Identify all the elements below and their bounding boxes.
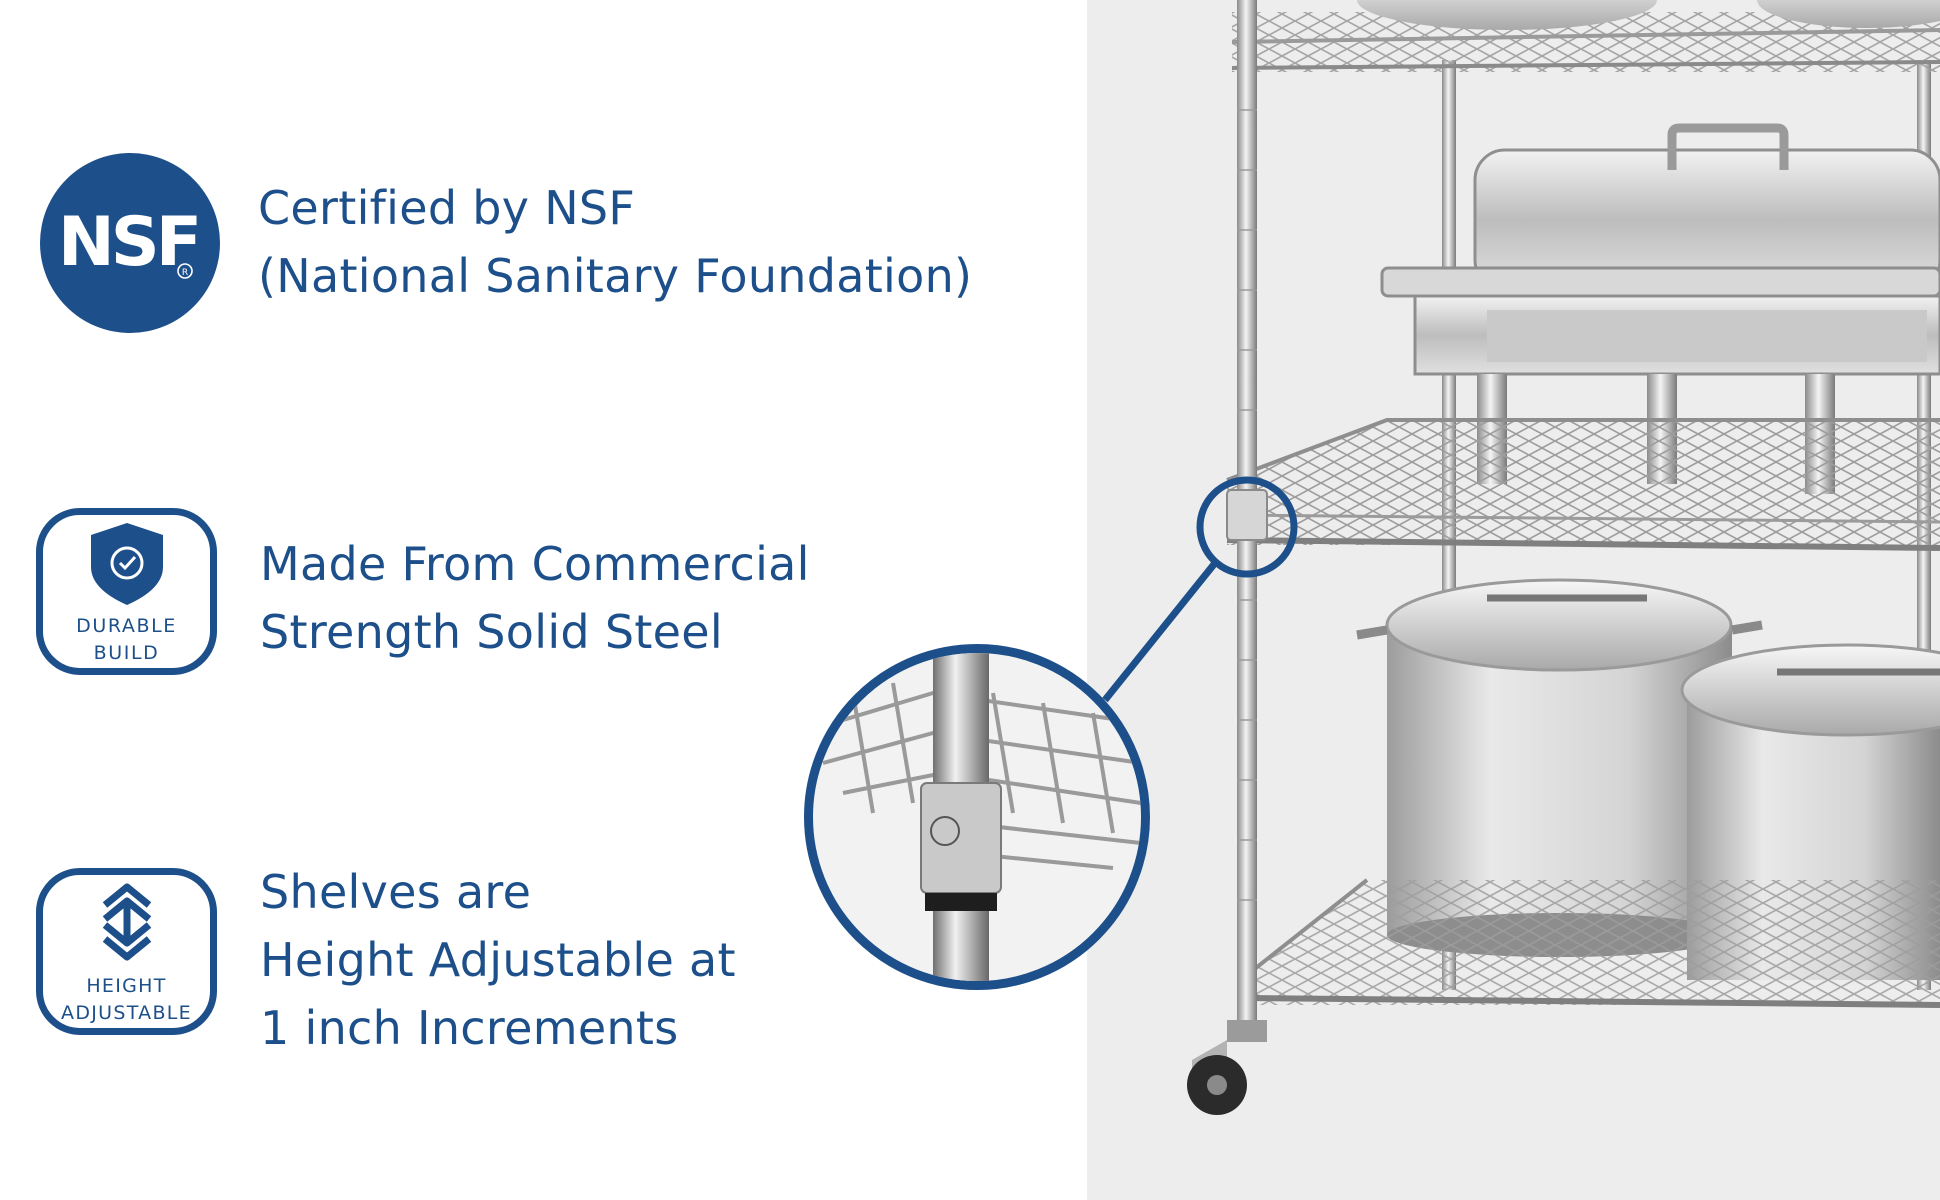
height-caption-line-2: ADJUSTABLE xyxy=(61,1002,192,1024)
shelving-unit-photo xyxy=(1087,0,1940,1200)
feature-nsf-line-2: (National Sanitary Foundation) xyxy=(258,249,973,303)
feature-durable-line-2: Strength Solid Steel xyxy=(260,605,723,659)
shield-check-icon xyxy=(91,523,163,605)
feature-nsf-text: Certified by NSF (National Sanitary Foun… xyxy=(258,174,972,310)
feature-height-line-2: Height Adjustable at xyxy=(260,933,736,987)
durable-build-caption: DURABLE BUILD xyxy=(43,613,210,667)
height-caption-line-1: HEIGHT xyxy=(86,975,167,997)
durable-build-badge: DURABLE BUILD xyxy=(36,508,217,675)
pole-closeup-callout xyxy=(804,644,1150,990)
nsf-logo-text: NSF xyxy=(58,203,198,282)
height-adjustable-caption: HEIGHT ADJUSTABLE xyxy=(43,973,210,1027)
pole-highlight-circle xyxy=(1196,476,1298,578)
feature-nsf-line-1: Certified by NSF xyxy=(258,181,636,235)
feature-durable-text: Made From Commercial Strength Solid Stee… xyxy=(260,530,810,666)
feature-durable-line-1: Made From Commercial xyxy=(260,537,810,591)
svg-text:R: R xyxy=(182,268,188,278)
durable-caption-line-2: BUILD xyxy=(93,642,160,664)
feature-height-line-3: 1 inch Increments xyxy=(260,1001,679,1055)
feature-height-text: Shelves are Height Adjustable at 1 inch … xyxy=(260,858,736,1062)
vertical-arrows-icon xyxy=(102,883,152,961)
height-adjustable-badge: HEIGHT ADJUSTABLE xyxy=(36,868,217,1035)
feature-height-line-1: Shelves are xyxy=(260,865,532,919)
durable-caption-line-1: DURABLE xyxy=(76,615,177,637)
nsf-logo-icon: NSF R xyxy=(40,153,220,333)
